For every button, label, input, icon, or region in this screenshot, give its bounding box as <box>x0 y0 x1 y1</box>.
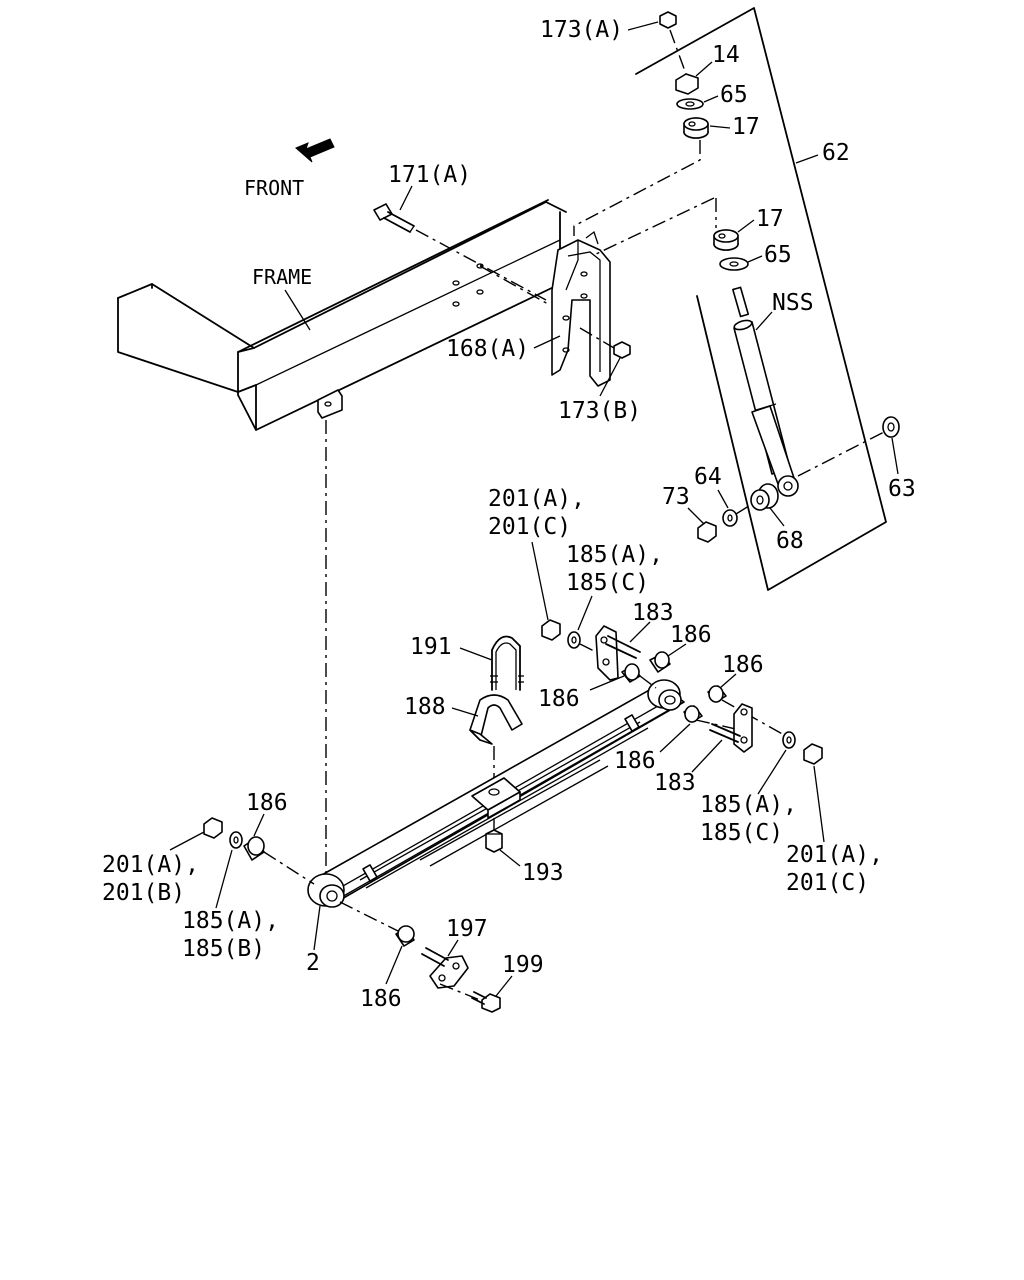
shock-absorber-nss <box>732 286 799 497</box>
bolt-199 <box>471 991 501 1013</box>
bushing-186-c <box>707 685 727 703</box>
label-188: 188 <box>404 694 446 720</box>
nut-201-right <box>803 743 823 765</box>
label-185-left-2: 185(B) <box>182 936 265 962</box>
label-201-left-2: 201(B) <box>102 880 185 906</box>
nut-173b <box>613 341 631 359</box>
washer-185-right <box>782 731 796 749</box>
label-nss: NSS <box>772 290 814 316</box>
washer-65-top <box>676 98 704 110</box>
frame-label: FRAME <box>252 265 312 289</box>
label-186-bottom: 186 <box>360 986 402 1012</box>
washer-65-mid <box>719 257 749 271</box>
bushing-17-top <box>683 117 709 139</box>
nut-14 <box>675 73 699 95</box>
label-185-top-1: 185(A), <box>566 542 663 568</box>
label-199: 199 <box>502 952 544 978</box>
label-201-right-1: 201(A), <box>786 842 883 868</box>
label-185-right-1: 185(A), <box>700 792 797 818</box>
label-168a: 168(A) <box>446 336 529 362</box>
nut-201-left <box>203 817 223 839</box>
label-65-top: 65 <box>720 82 748 108</box>
label-17-mid: 17 <box>756 206 784 232</box>
label-68: 68 <box>776 528 804 554</box>
pin-197 <box>421 947 469 989</box>
label-64: 64 <box>694 464 722 490</box>
washer-185-left <box>229 831 243 849</box>
bolt-171a <box>373 203 415 233</box>
nut-193 <box>485 829 503 853</box>
bushing-186-b <box>621 663 641 683</box>
label-191: 191 <box>410 634 452 660</box>
bushing-68 <box>750 483 779 511</box>
bushing-186-a <box>649 651 671 673</box>
label-173b: 173(B) <box>558 398 641 424</box>
label-183-top: 183 <box>632 600 674 626</box>
label-17-top: 17 <box>732 114 760 140</box>
label-73: 73 <box>662 484 690 510</box>
bushing-17-mid <box>713 229 739 251</box>
label-65-mid: 65 <box>764 242 792 268</box>
u-bolt-191 <box>490 635 524 691</box>
bracket-168a <box>551 230 611 387</box>
label-2: 2 <box>306 950 320 976</box>
label-173a: 173(A) <box>540 17 623 43</box>
label-186-a: 186 <box>670 622 712 648</box>
bushing-186-left <box>243 836 265 861</box>
label-185-right-2: 185(C) <box>700 820 783 846</box>
label-183-bottom: 183 <box>654 770 696 796</box>
label-185-top-2: 185(C) <box>566 570 649 596</box>
nut-201-top <box>541 619 561 641</box>
label-14: 14 <box>712 42 740 68</box>
label-186-b: 186 <box>538 686 580 712</box>
label-201-right-2: 201(C) <box>786 870 869 896</box>
label-193: 193 <box>522 860 564 886</box>
label-171a: 171(A) <box>388 162 471 188</box>
label-186-c: 186 <box>722 652 764 678</box>
frame-rail <box>117 199 567 431</box>
label-197: 197 <box>446 916 488 942</box>
washer-64 <box>722 509 738 527</box>
label-201-top-1: 201(A), <box>488 486 585 512</box>
washer-63 <box>882 416 900 438</box>
bushing-186-bottom <box>395 925 415 947</box>
shackle-183-bottom <box>709 703 753 753</box>
nut-173a <box>659 11 677 29</box>
label-186-d: 186 <box>614 748 656 774</box>
label-62: 62 <box>822 140 850 166</box>
front-arrow-icon <box>295 138 335 163</box>
washer-185-top <box>567 631 581 649</box>
leaf-spring-2 <box>307 679 685 908</box>
group-outline-62 <box>635 7 887 591</box>
label-201-left-1: 201(A), <box>102 852 199 878</box>
label-186-left: 186 <box>246 790 288 816</box>
label-185-left-1: 185(A), <box>182 908 279 934</box>
nut-73 <box>697 521 717 543</box>
saddle-188 <box>469 694 523 745</box>
front-label: FRONT <box>244 176 304 200</box>
bushing-186-d <box>683 705 703 723</box>
label-201-top-2: 201(C) <box>488 514 571 540</box>
label-63: 63 <box>888 476 916 502</box>
